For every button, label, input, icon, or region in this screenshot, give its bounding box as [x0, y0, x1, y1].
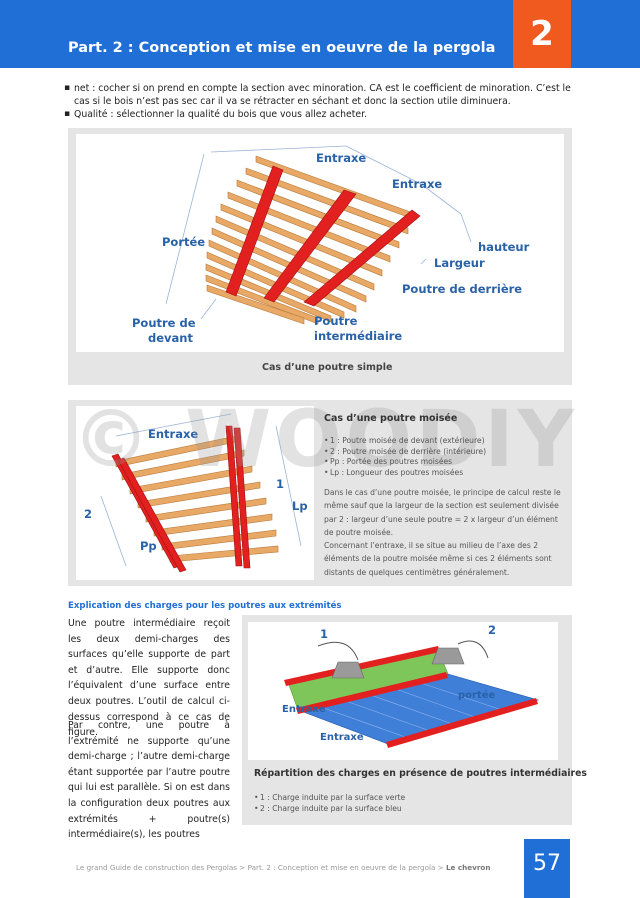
list-item: 2 : Poutre moisée de derrière (intérieur…	[324, 447, 486, 458]
label-portee: Portée	[162, 235, 205, 249]
label-entraxe-top: Entraxe	[316, 151, 366, 165]
charges-list: 1 : Charge induite par la surface verte …	[254, 792, 405, 814]
breadcrumb-current: Le chevron	[445, 863, 491, 872]
moisee-paragraph-1: Dans le cas d’une poutre moisée, le prin…	[324, 488, 561, 538]
load-distribution-illustration: 1 2 portée Entraxe Entraxe	[282, 623, 540, 748]
figure-charges-caption: Répartition des charges en présence de p…	[254, 768, 587, 779]
label-2: 2	[84, 507, 92, 521]
figure-moisee-image: Entraxe 2 1 Lp Pp	[76, 406, 314, 580]
list-item: 2 : Charge induite par la surface bleu	[254, 803, 405, 814]
list-item: Qualité : sélectionner la qualité du boi…	[64, 108, 574, 121]
list-item: Lp : Longueur des poutres moisées	[324, 468, 486, 479]
list-item: 1 : Charge induite par la surface verte	[254, 792, 405, 803]
figure-simple-beam-caption: Cas d’une poutre simple	[262, 362, 393, 373]
label-poutre-intermediaire-1: Poutre	[314, 314, 358, 328]
list-item: Pp : Portée des poutres moisées	[324, 457, 486, 468]
label-poutre-devant-1: Poutre de	[132, 316, 196, 330]
label-entraxe-right: Entraxe	[392, 177, 442, 191]
moisee-list: 1 : Poutre moisée de devant (extérieure)…	[324, 436, 486, 478]
page-number: 57	[524, 839, 570, 898]
label-charge-2: 2	[488, 623, 496, 637]
label-entraxe-2: Entraxe	[320, 732, 364, 743]
label-lp: Lp	[292, 499, 308, 513]
label-poutre-derriere: Poutre de derrière	[402, 282, 522, 296]
intro-bullet-list: net : cocher si on prend en compte la se…	[64, 82, 574, 121]
label-portee: portée	[458, 689, 496, 701]
label-largeur: Largeur	[434, 256, 485, 270]
breadcrumb-path: Le grand Guide de construction des Pergo…	[76, 863, 446, 872]
body-paragraph-1: Une poutre intermédiaire reçoit les deux…	[68, 618, 230, 739]
list-item: 1 : Poutre moisée de devant (extérieure)	[324, 436, 486, 447]
label-entraxe: Entraxe	[148, 427, 198, 441]
body-paragraph-2: Par contre, une poutre à l’extrémité ne …	[68, 720, 230, 841]
moisee-paragraph-2: Concernant l’entraxe, il se situe au mil…	[324, 541, 552, 577]
page-title: Part. 2 : Conception et mise en oeuvre d…	[68, 40, 496, 56]
label-pp: Pp	[140, 539, 157, 553]
pergola-moisee-illustration: Entraxe 2 1 Lp Pp	[84, 413, 308, 573]
list-item: net : cocher si on prend en compte la se…	[64, 82, 574, 108]
moisee-title: Cas d’une poutre moisée	[324, 413, 458, 424]
label-poutre-intermediaire-2: intermédiaire	[314, 329, 402, 343]
label-1: 1	[276, 477, 284, 491]
figure-simple-beam-image: Entraxe Entraxe Portée hauteur Largeur P…	[76, 134, 564, 352]
label-poutre-devant-2: devant	[148, 331, 193, 345]
footer-breadcrumb: Le grand Guide de construction des Pergo…	[76, 863, 490, 872]
figure-charges-image: 1 2 portée Entraxe Entraxe	[248, 622, 558, 760]
section-heading: Explication des charges pour les poutres…	[68, 601, 342, 611]
label-hauteur: hauteur	[478, 240, 530, 254]
label-charge-1: 1	[320, 627, 328, 641]
label-entraxe-1: Entraxe	[282, 704, 326, 715]
chapter-number: 2	[513, 0, 571, 68]
pergola-simple-illustration: Entraxe Entraxe Portée hauteur Largeur P…	[132, 145, 530, 345]
